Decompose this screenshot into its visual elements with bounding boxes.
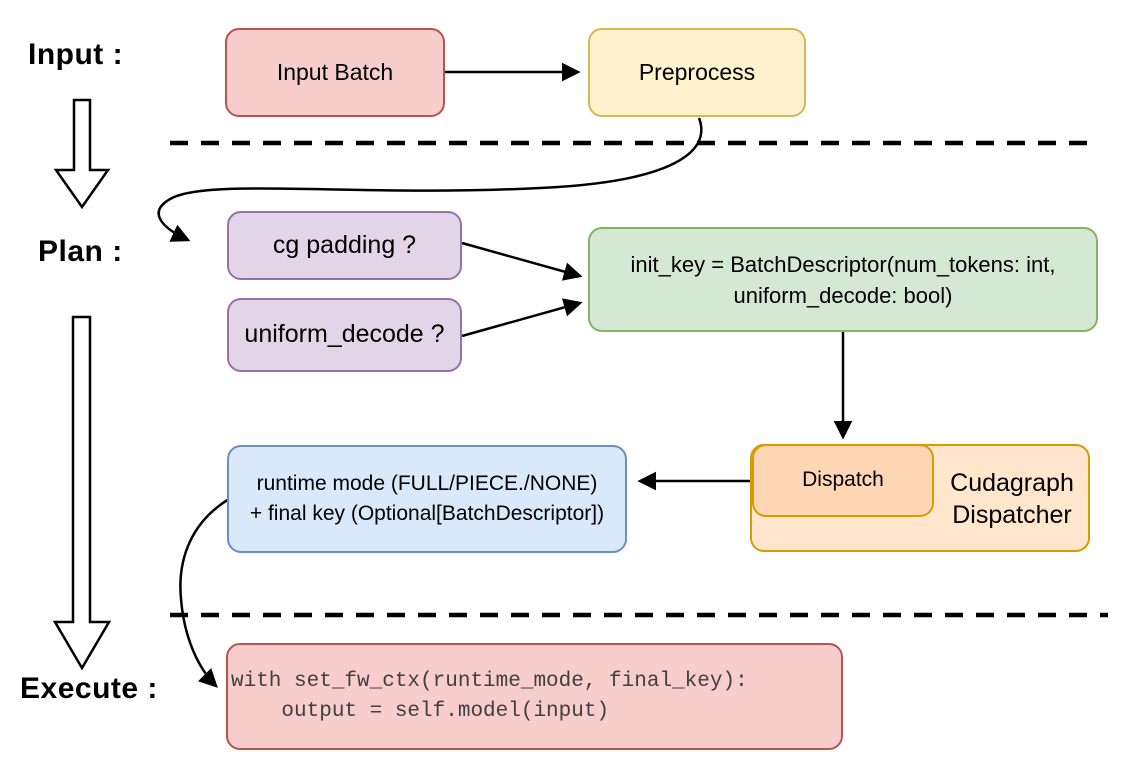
node-init-key-line2: uniform_decode: bool) bbox=[733, 282, 953, 308]
node-init-key-line1: init_key = BatchDescriptor(num_tokens: i… bbox=[630, 251, 1056, 277]
node-init-key: init_key = BatchDescriptor(num_tokens: i… bbox=[588, 227, 1098, 332]
node-runtime-mode-line1: runtime mode (FULL/PIECE./NONE) bbox=[256, 472, 598, 495]
node-dispatch-label: Dispatch bbox=[802, 468, 884, 492]
stage-label-execute: Execute : bbox=[20, 672, 158, 705]
node-cg-padding-label: cg padding ? bbox=[272, 230, 417, 259]
node-cudagraph-dispatcher-label: Cudagraph Dispatcher bbox=[930, 466, 1094, 532]
curve-preprocess-to-cg-padding bbox=[157, 117, 703, 242]
node-uniform-decode: uniform_decode ? bbox=[227, 298, 462, 372]
curve-runtime-mode-to-execute-code bbox=[179, 497, 230, 688]
cudagraph-label-line2: Dispatcher bbox=[952, 501, 1072, 529]
node-execute-code: with set_fw_ctx(runtime_mode, final_key)… bbox=[226, 643, 843, 750]
arrow-uniform-decode-to-init-key bbox=[461, 298, 583, 338]
stage-arrow-input-to-plan-icon bbox=[53, 98, 111, 210]
node-input-batch-label: Input Batch bbox=[276, 58, 394, 85]
execute-code-line2: output = self.model(input) bbox=[231, 699, 610, 723]
node-runtime-mode-line2: + final key (Optional[BatchDescriptor]) bbox=[249, 502, 605, 525]
cudagraph-label-line1: Cudagraph bbox=[950, 469, 1074, 497]
node-uniform-decode-label: uniform_decode ? bbox=[244, 320, 445, 349]
arrow-cg-padding-to-init-key bbox=[461, 241, 583, 281]
stage-arrow-plan-to-execute-icon bbox=[52, 315, 112, 671]
stage-label-plan: Plan : bbox=[38, 235, 123, 268]
execute-code-line1: with set_fw_ctx(runtime_mode, final_key)… bbox=[231, 669, 748, 693]
node-preprocess-label: Preprocess bbox=[638, 58, 756, 85]
node-preprocess: Preprocess bbox=[588, 28, 806, 117]
node-dispatch: Dispatch bbox=[752, 444, 934, 517]
node-runtime-mode: runtime mode (FULL/PIECE./NONE) + final … bbox=[227, 445, 627, 553]
stage-label-input: Input : bbox=[28, 38, 124, 71]
node-cg-padding: cg padding ? bbox=[227, 211, 462, 280]
node-input-batch: Input Batch bbox=[225, 28, 445, 117]
